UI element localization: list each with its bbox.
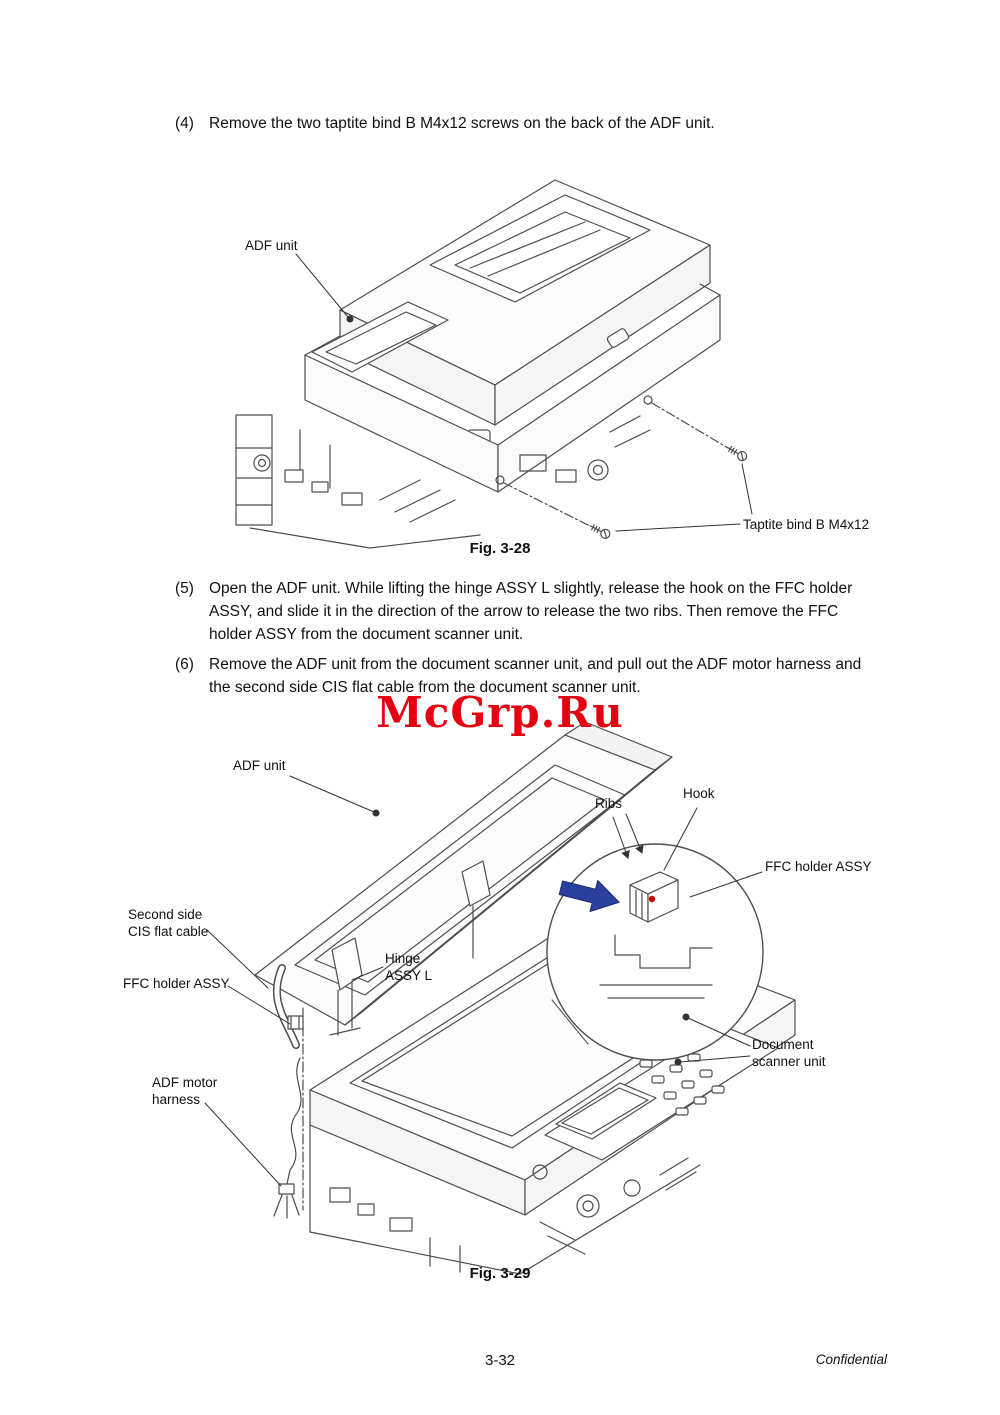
fig2-caption: Fig. 3-29 xyxy=(469,1265,531,1282)
label-ffc-holder-right: FFC holder ASSY xyxy=(765,859,872,874)
label-document-scanner-unit: Document scanner unit xyxy=(752,1037,826,1069)
step-6: (6) Remove the ADF unit from the documen… xyxy=(175,653,869,699)
step-5: (5) Open the ADF unit. While lifting the… xyxy=(175,577,869,646)
step-6-number: (6) xyxy=(175,656,194,673)
figure-3-28-drawing xyxy=(235,179,753,549)
step-5-number: (5) xyxy=(175,580,194,597)
step-4-text: Remove the two taptite bind B M4x12 scre… xyxy=(209,115,715,132)
label-adf-unit-fig2: ADF unit xyxy=(233,758,286,773)
label-adf-unit-fig1: ADF unit xyxy=(245,238,298,253)
label-second-side-cis: Second side CIS flat cable xyxy=(128,907,209,939)
step-4: (4) Remove the two taptite bind B M4x12 … xyxy=(175,112,869,135)
label-ffc-holder-left: FFC holder ASSY xyxy=(123,976,230,991)
step-6-text: Remove the ADF unit from the document sc… xyxy=(209,656,862,696)
label-hinge-assy-l: Hinge ASSY L xyxy=(385,951,433,983)
label-adf-motor-harness: ADF motor harness xyxy=(152,1075,218,1107)
step-4-number: (4) xyxy=(175,115,194,132)
step-5-text: Open the ADF unit. While lifting the hin… xyxy=(209,580,853,643)
confidential-label: Confidential xyxy=(815,1352,887,1367)
watermark-text: McGrp.Ru xyxy=(376,688,624,737)
figure-3-29-drawing xyxy=(204,721,796,1275)
page-number: 3-32 xyxy=(484,1352,516,1369)
label-hook: Hook xyxy=(683,786,715,801)
label-taptite-screw: Taptite bind B M4x12 xyxy=(743,517,870,532)
fig1-caption: Fig. 3-28 xyxy=(469,540,531,557)
label-ribs: Ribs xyxy=(595,796,623,811)
